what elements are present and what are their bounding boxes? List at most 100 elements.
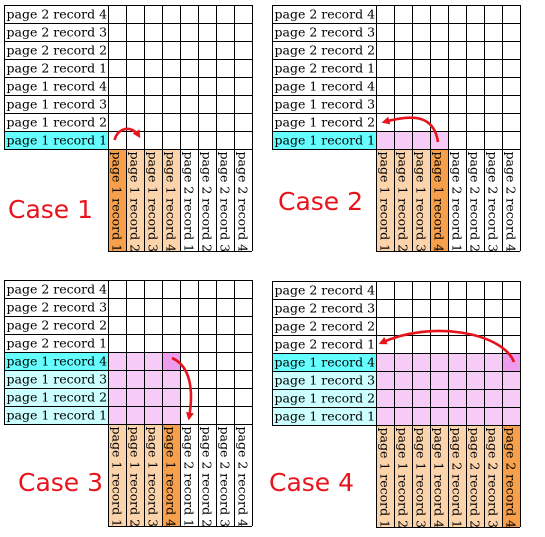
case-label: Case 4 <box>269 468 354 497</box>
col-label: page 1 record 3 <box>414 428 429 529</box>
col-label-cell <box>126 149 144 251</box>
row-label-cell <box>4 370 108 388</box>
row-label-cell <box>4 59 108 77</box>
col-label: page 2 record 2 <box>468 428 483 529</box>
col-label: page 2 record 3 <box>218 152 233 253</box>
grid-cell-filled <box>484 389 502 407</box>
col-label-cell <box>466 149 484 251</box>
row-label-cell <box>272 5 376 23</box>
grid-cell-filled <box>126 370 144 388</box>
col-label: page 1 record 1 <box>378 428 393 529</box>
col-label-cell <box>484 425 502 527</box>
col-label-cell <box>234 149 252 251</box>
grid-cell-filled <box>448 371 466 389</box>
col-label-cell <box>144 424 162 526</box>
case-label: Case 3 <box>18 468 103 497</box>
row-label: page 2 record 1 <box>7 336 108 351</box>
col-label: page 2 record 1 <box>182 427 197 528</box>
row-label: page 1 record 2 <box>275 391 376 406</box>
grid-cell-filled <box>430 407 448 425</box>
row-label: page 2 record 4 <box>275 7 376 22</box>
col-label-cell <box>448 425 466 527</box>
row-label: page 1 record 4 <box>275 355 376 370</box>
col-label-cell <box>162 149 180 251</box>
case-panel-2: page 2 record 4 page 2 record 3 page 2 rec… <box>272 5 521 252</box>
col-label: page 1 record 2 <box>396 152 411 253</box>
grid-cell-filled <box>144 406 162 424</box>
grid-cell-filled <box>448 389 466 407</box>
row-label-cell <box>272 371 376 389</box>
grid-cell-filled <box>502 353 520 371</box>
col-label: page 2 record 4 <box>504 428 519 529</box>
col-label-cell <box>180 149 198 251</box>
row-label-cell <box>4 23 108 41</box>
col-label: page 1 record 4 <box>432 152 447 253</box>
row-label: page 1 record 2 <box>7 390 108 405</box>
row-label-cell <box>272 389 376 407</box>
grid-cell-filled <box>376 389 394 407</box>
row-label: page 2 record 1 <box>7 61 108 76</box>
grid-cell-filled <box>162 406 180 424</box>
col-label-cell <box>180 424 198 526</box>
row-label: page 1 record 2 <box>275 115 376 130</box>
col-label: page 1 record 1 <box>378 152 393 253</box>
grid-cell-filled <box>430 131 448 149</box>
row-label-cell <box>272 353 376 371</box>
row-label-cell <box>272 113 376 131</box>
col-label-cell <box>376 425 394 527</box>
col-label-cell <box>448 149 466 251</box>
row-label: page 2 record 3 <box>275 25 376 40</box>
row-label-cell <box>272 23 376 41</box>
row-label: page 2 record 3 <box>7 300 108 315</box>
row-label: page 2 record 2 <box>7 43 108 58</box>
grid-cell-filled <box>376 353 394 371</box>
col-label: page 2 record 3 <box>486 152 501 253</box>
col-label-cell <box>198 149 216 251</box>
grid-cell-filled <box>448 353 466 371</box>
col-label-cell <box>466 425 484 527</box>
row-label-cell <box>4 352 108 370</box>
grid-cell-filled <box>484 407 502 425</box>
col-label: page 2 record 1 <box>182 152 197 253</box>
row-label-cell <box>4 5 108 23</box>
grid-cell-filled <box>466 407 484 425</box>
col-label-cell <box>234 424 252 526</box>
grid-cell-filled <box>144 370 162 388</box>
arrow-icon <box>171 356 194 421</box>
col-label: page 1 record 1 <box>110 152 125 253</box>
col-label: page 1 record 3 <box>414 152 429 253</box>
grid-cell-filled <box>466 389 484 407</box>
row-label-cell <box>272 95 376 113</box>
row-label-cell <box>4 388 108 406</box>
col-label: page 1 record 4 <box>164 427 179 528</box>
grid-cell-filled <box>108 370 126 388</box>
col-label: page 2 record 4 <box>236 152 251 253</box>
row-label-cell <box>4 298 108 316</box>
row-label-cell <box>4 131 108 149</box>
grid-cell-filled <box>430 353 448 371</box>
row-label: page 2 record 4 <box>7 7 108 22</box>
col-label: page 2 record 2 <box>200 152 215 253</box>
grid-cell-filled <box>376 407 394 425</box>
row-label: page 2 record 2 <box>275 319 376 334</box>
grid-cell-filled <box>394 131 412 149</box>
grid-cell-filled <box>144 388 162 406</box>
col-label-cell <box>502 425 520 527</box>
grid-cell-filled <box>502 407 520 425</box>
grid-cell-filled <box>376 371 394 389</box>
case-label: Case 2 <box>278 187 363 216</box>
col-label: page 1 record 3 <box>146 427 161 528</box>
grid-cell-filled <box>394 353 412 371</box>
col-label-cell <box>108 149 126 251</box>
row-label-cell <box>272 299 376 317</box>
col-label: page 1 record 4 <box>164 152 179 253</box>
grid-cell-filled <box>412 371 430 389</box>
col-label-cell <box>216 424 234 526</box>
grid-cell-filled <box>502 389 520 407</box>
row-label-cell <box>4 280 108 298</box>
grid-cell-filled <box>502 371 520 389</box>
grid-cell-filled <box>484 353 502 371</box>
row-label-cell <box>272 281 376 299</box>
case-label: Case 1 <box>8 195 93 224</box>
